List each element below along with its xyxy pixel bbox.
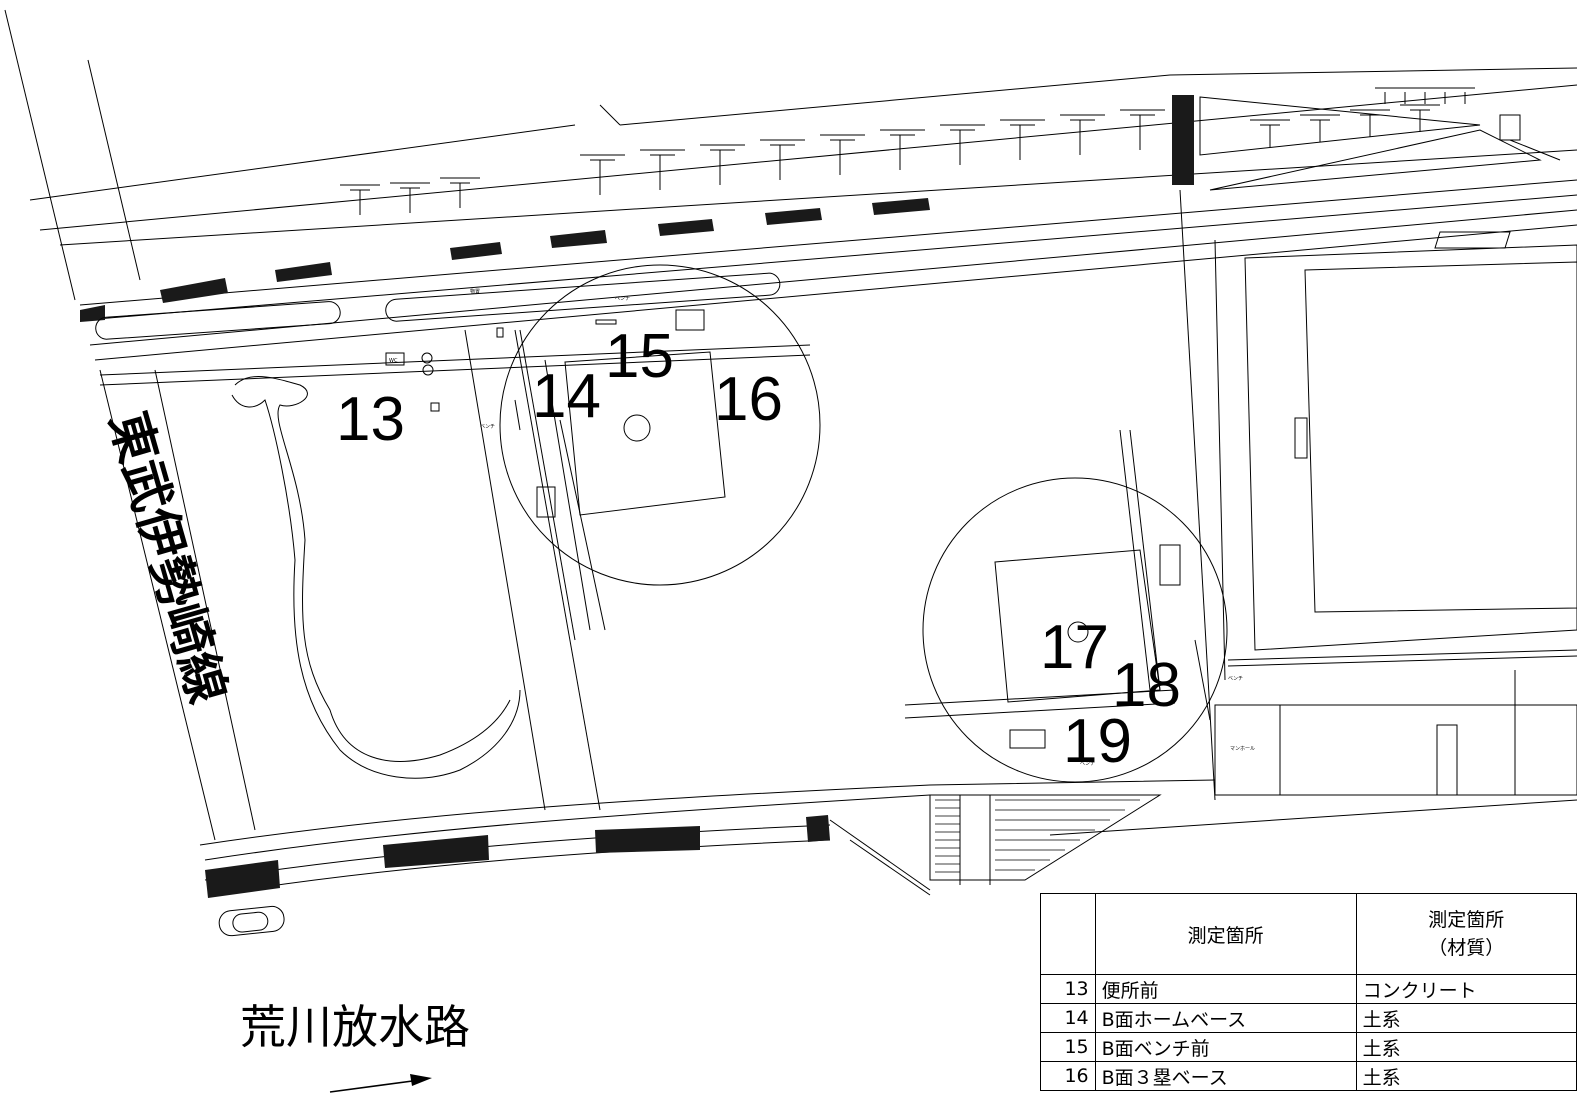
point-13-label: 13	[336, 385, 405, 454]
railway-label: 東武伊勢崎線	[98, 405, 236, 709]
measurement-table: 測定箇所 測定箇所 （材質） 13 便所前 コンクリート 14 B面ホームベース…	[1040, 893, 1577, 1091]
point-17-label: 17	[1040, 613, 1109, 682]
row-no: 13	[1040, 974, 1096, 1004]
header-material-line2: （材質）	[1428, 937, 1505, 959]
table-row: 13 便所前 コンクリート	[1040, 974, 1577, 1004]
point-15-label: 15	[605, 322, 674, 391]
header-location: 測定箇所	[1094, 893, 1357, 975]
point-16-label: 16	[714, 365, 783, 434]
row-material: 土系	[1355, 1003, 1577, 1033]
row-no: 14	[1040, 1003, 1096, 1033]
row-location: B面３塁ベース	[1094, 1061, 1357, 1091]
table-row: 14 B面ホームベース 土系	[1040, 1003, 1577, 1033]
table-row: 15 B面ベンチ前 土系	[1040, 1032, 1577, 1062]
manhole-label: マンホール	[1230, 746, 1255, 752]
row-material: 土系	[1355, 1032, 1577, 1062]
row-material: 土系	[1355, 1061, 1577, 1091]
row-location: B面ベンチ前	[1094, 1032, 1357, 1062]
river-label: 荒川放水路	[240, 1000, 470, 1054]
header-material-line1: 測定箇所	[1428, 909, 1505, 931]
bench-label-right: ベンチ	[1228, 676, 1243, 682]
header-material: 測定箇所 （材質）	[1355, 893, 1577, 975]
storage-label: 物置	[470, 288, 480, 295]
table-row: 16 B面３塁ベース 土系	[1040, 1061, 1577, 1091]
bench-label-top: ベンチ	[615, 296, 630, 302]
bench-label-left: ベンチ	[480, 424, 495, 430]
table-header-row: 測定箇所 測定箇所 （材質）	[1040, 893, 1577, 975]
row-no: 16	[1040, 1061, 1096, 1091]
row-location: 便所前	[1094, 974, 1357, 1004]
row-material: コンクリート	[1355, 974, 1577, 1004]
bench-label-bottom: ベンチ	[1080, 761, 1095, 767]
point-18-label: 18	[1112, 651, 1181, 720]
flow-arrow-icon	[329, 1079, 421, 1093]
point-19-label: 19	[1063, 707, 1132, 776]
row-no: 15	[1040, 1032, 1096, 1062]
wc-label: WC	[389, 358, 398, 364]
row-location: B面ホームベース	[1094, 1003, 1357, 1033]
point-14-label: 14	[532, 362, 601, 431]
header-no	[1040, 893, 1096, 975]
